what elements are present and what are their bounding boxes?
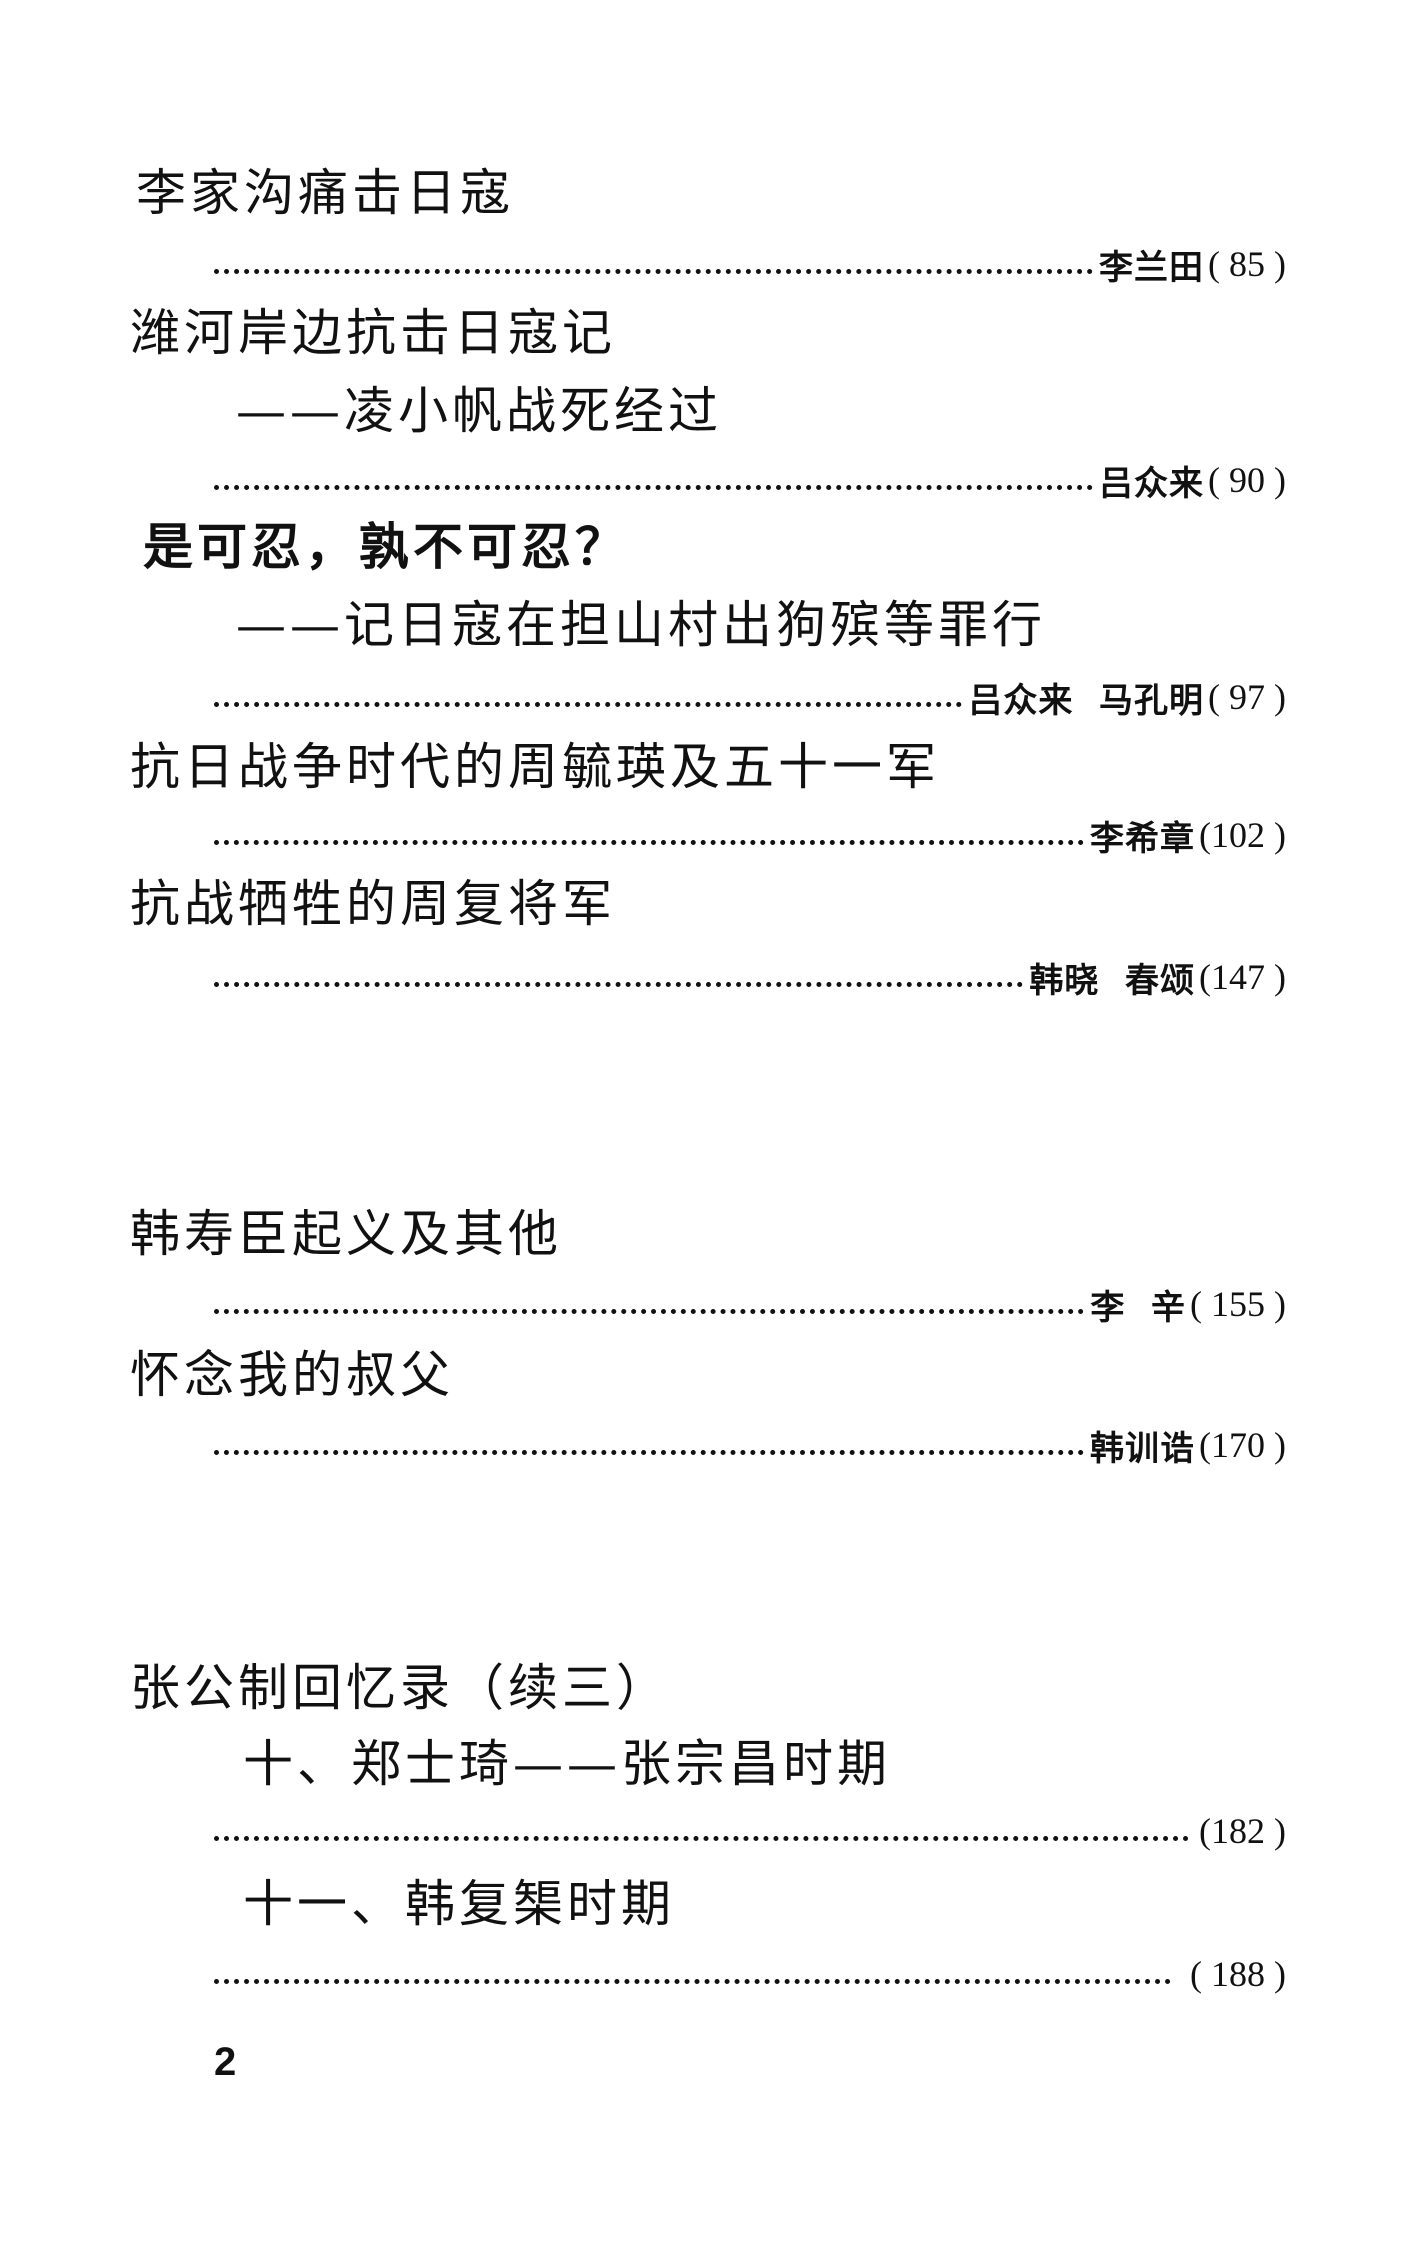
entry-title: 李家沟痛击日寇: [136, 164, 514, 222]
dot-leader: [214, 839, 1085, 845]
dot-leader: [214, 1978, 1172, 1984]
dot-leader: [214, 1835, 1190, 1841]
entry-title: 抗日战争时代的周毓瑛及五十一军: [130, 738, 940, 796]
entry-page: ( 188 ): [1181, 1954, 1286, 1994]
dot-leader: [214, 701, 963, 707]
entry-author: 吕众来 马孔明: [968, 680, 1205, 721]
entry-title: 潍河岸边抗击日寇记: [130, 304, 616, 362]
entry-author: 李兰田: [1099, 247, 1205, 288]
entry-page: (147 ): [1199, 957, 1286, 997]
toc-leader: (182 ): [214, 1808, 1286, 1854]
entry-page: (182 ): [1199, 1811, 1286, 1851]
entry-page: ( 90 ): [1208, 460, 1286, 500]
toc-leader: 李兰田( 85 ): [214, 241, 1286, 288]
toc-leader: 韩训诰(170 ): [214, 1422, 1286, 1469]
dot-leader: [214, 981, 1024, 987]
entry-author: 李 辛: [1090, 1287, 1187, 1328]
entry-page: ( 97 ): [1208, 677, 1286, 717]
toc-leader: 吕众来 马孔明( 97 ): [214, 674, 1286, 721]
dot-leader: [214, 268, 1094, 274]
dot-leader: [214, 1449, 1085, 1455]
toc-leader: 吕众来( 90 ): [214, 457, 1286, 504]
entry-title: 韩寿臣起义及其他: [130, 1205, 562, 1263]
toc-leader: 李希章(102 ): [214, 812, 1286, 859]
dot-leader: [214, 484, 1094, 490]
dot-leader: [214, 1308, 1085, 1314]
toc-leader: 李 辛( 155 ): [214, 1281, 1286, 1328]
entry-subtitle: 十、郑士琦——张宗昌时期: [243, 1735, 891, 1793]
entry-title: 怀念我的叔父: [130, 1346, 454, 1404]
entry-author: 李希章: [1090, 818, 1196, 859]
entry-page: (102 ): [1199, 815, 1286, 855]
entry-author: 韩训诰: [1090, 1428, 1196, 1469]
entry-page: ( 155 ): [1190, 1284, 1286, 1324]
entry-page: ( 85 ): [1208, 244, 1286, 284]
page-number: 2: [214, 2040, 237, 2084]
toc-leader: 韩晓 春颂(147 ): [214, 954, 1286, 1001]
toc-leader: ( 188 ): [214, 1951, 1286, 1997]
entry-subtitle: ——记日寇在担山村出狗殡等罪行: [236, 596, 1046, 654]
entry-title: 是可忍，孰不可忍？: [143, 517, 629, 576]
entry-title: 抗战牺牲的周复将军: [130, 875, 616, 933]
entry-page: (170 ): [1199, 1425, 1286, 1465]
entry-subtitle: ——凌小帆战死经过: [236, 382, 722, 440]
entry-title: 张公制回忆录（续三）: [130, 1659, 670, 1717]
entry-subtitle: 十一、韩复榘时期: [243, 1875, 675, 1933]
entry-author: 吕众来: [1099, 463, 1205, 504]
entry-author: 韩晓 春颂: [1029, 960, 1196, 1001]
